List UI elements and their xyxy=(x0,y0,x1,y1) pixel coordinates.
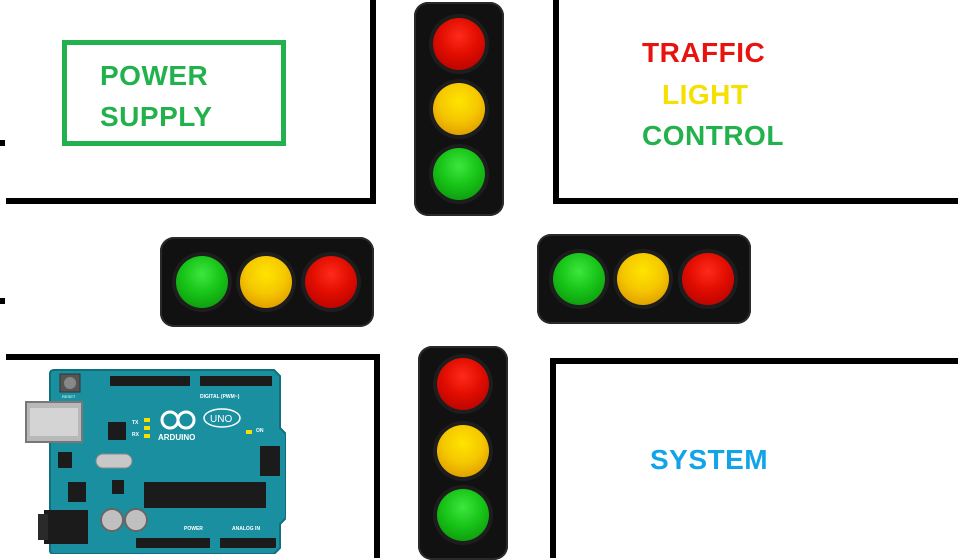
board-model-label: UNO xyxy=(210,414,232,425)
red-lamp xyxy=(305,256,357,308)
traffic-light-east xyxy=(537,234,751,324)
power-supply-label-line1: POWER xyxy=(100,60,209,91)
road-edge xyxy=(553,198,958,204)
green-lamp xyxy=(433,148,485,200)
edge-tick xyxy=(0,298,5,304)
board-digital-label: DIGITAL (PWM~) xyxy=(200,394,240,400)
title-light: LIGHT xyxy=(662,79,749,110)
traffic-light-north xyxy=(414,2,504,216)
road-edge xyxy=(370,0,376,204)
board-reset-label: RESET xyxy=(62,394,76,399)
power-supply-box xyxy=(62,40,286,146)
yellow-lamp xyxy=(617,253,669,305)
edge-tick xyxy=(0,140,5,146)
board-power-label: POWER xyxy=(184,526,203,532)
title-control: CONTROL xyxy=(642,120,784,151)
traffic-light-west xyxy=(160,237,374,327)
board-on-label: ON xyxy=(256,428,264,434)
title-system: SYSTEM xyxy=(650,444,769,475)
road-edge xyxy=(550,358,958,364)
green-lamp xyxy=(553,253,605,305)
board-brand-label: ARDUINO xyxy=(158,433,195,442)
green-lamp xyxy=(437,489,489,541)
yellow-lamp xyxy=(240,256,292,308)
board-analog-label: ANALOG IN xyxy=(232,526,260,532)
power-supply-label-line2: SUPPLY xyxy=(100,101,213,132)
yellow-lamp xyxy=(433,83,485,135)
arduino-uno-board: ARDUINO UNO DIGITAL (PWM~) POWER ANALOG … xyxy=(25,369,286,554)
red-lamp xyxy=(437,358,489,410)
road-edge xyxy=(6,198,376,204)
traffic-light-south xyxy=(418,346,508,560)
road-edge xyxy=(550,358,556,558)
yellow-lamp xyxy=(437,425,489,477)
road-edge xyxy=(553,0,559,204)
road-edge xyxy=(6,354,380,360)
red-lamp xyxy=(433,18,485,70)
road-edge xyxy=(374,354,380,558)
green-lamp xyxy=(176,256,228,308)
red-lamp xyxy=(682,253,734,305)
board-tx-label: TX xyxy=(132,420,139,426)
title-traffic: TRAFFIC xyxy=(642,37,766,68)
board-rx-label: RX xyxy=(132,432,140,438)
